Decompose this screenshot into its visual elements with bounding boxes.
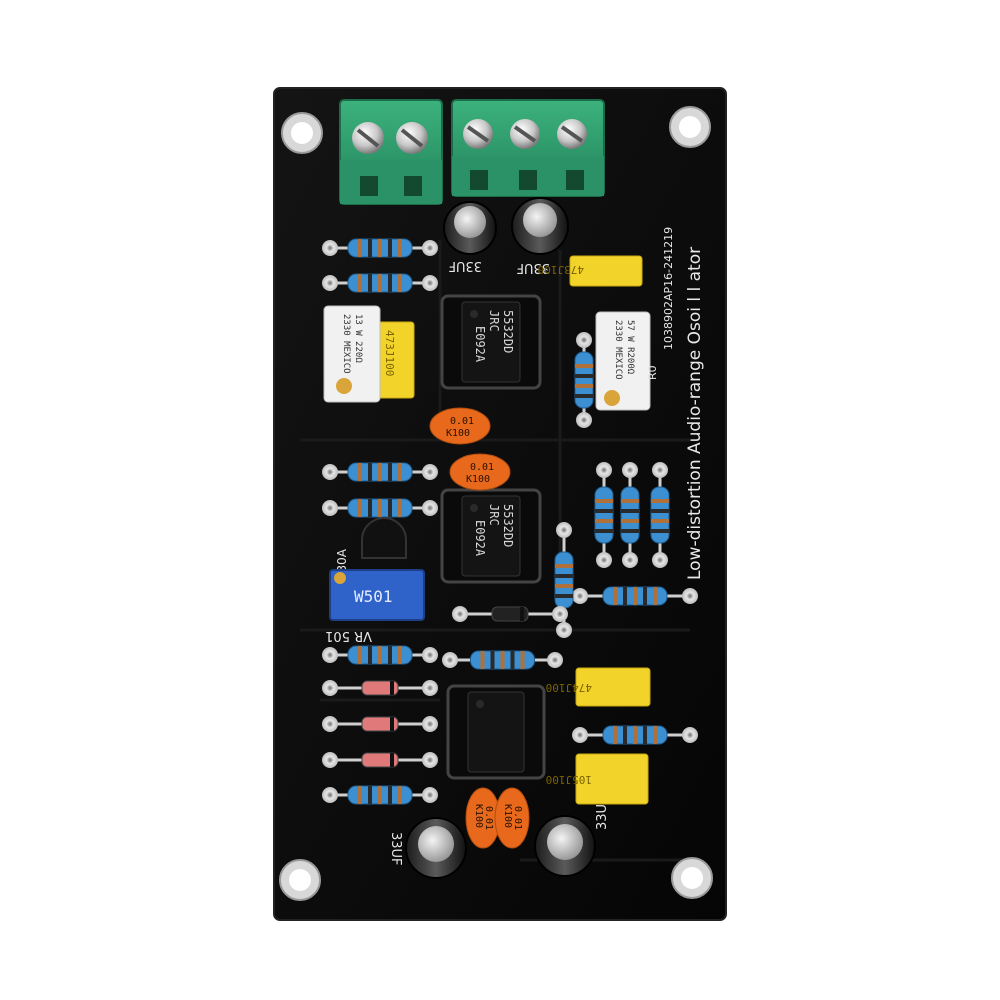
film-capacitor: 473J100 bbox=[538, 255, 643, 287]
opamp-marking: JRC bbox=[487, 310, 501, 332]
resistor bbox=[322, 273, 438, 293]
electrolytic-label: 33UF bbox=[448, 258, 482, 273]
ceramic-capacitor: 0.01 K100 bbox=[494, 787, 530, 849]
mounting-hole bbox=[669, 106, 711, 148]
terminal-block-3pin bbox=[451, 99, 605, 197]
film-cap-label: 473J100 bbox=[538, 263, 584, 276]
board-part-number: 1038902AP16-241219 bbox=[662, 227, 675, 350]
film-cap-label: 474J100 bbox=[546, 681, 592, 694]
film-cap-label: 105J100 bbox=[546, 773, 592, 786]
film-capacitor: 473J100 bbox=[371, 321, 415, 399]
mounting-hole bbox=[671, 857, 713, 899]
opamp-ic: 5532DD JRC E092A bbox=[440, 488, 542, 584]
opamp-marking: E092A bbox=[473, 326, 487, 363]
diode bbox=[322, 716, 438, 732]
terminal-block-2pin bbox=[339, 99, 443, 205]
mounting-hole bbox=[281, 112, 323, 154]
opamp-marking: JRC bbox=[487, 504, 501, 526]
trimmer-potentiometer: W501 VR 501 bbox=[325, 569, 425, 643]
electrolytic-capacitor: 33UF bbox=[511, 197, 569, 275]
lamp-component: 57 W R200Ω 2330 MEXICO bbox=[595, 311, 651, 411]
resistor bbox=[572, 725, 698, 745]
resistor bbox=[322, 238, 438, 258]
diode bbox=[452, 606, 568, 622]
resistor bbox=[574, 332, 594, 428]
resistor bbox=[572, 586, 698, 606]
resistor bbox=[650, 462, 670, 568]
ceramic-value: 0.01 bbox=[512, 806, 523, 830]
mounting-holes bbox=[279, 106, 713, 901]
film-capacitor: 474J100 bbox=[546, 667, 651, 707]
resistor bbox=[442, 650, 563, 670]
mounting-hole bbox=[279, 859, 321, 901]
board-title: Low-distortion Audio-range Osoi l l ator bbox=[685, 247, 705, 580]
resistor bbox=[620, 462, 640, 568]
film-capacitor: 105J100 bbox=[546, 753, 649, 805]
trimmer-label: W501 bbox=[354, 587, 393, 606]
vr-label: VR 501 bbox=[325, 628, 372, 643]
opamp-group: 5532DD JRC E092A 5532DD JRC E092A bbox=[440, 294, 546, 780]
electrolytic-capacitor: 33UF bbox=[534, 796, 610, 877]
lamp-marking: 57 W R200Ω bbox=[625, 320, 635, 375]
resistor bbox=[322, 462, 438, 482]
diode bbox=[322, 752, 438, 768]
ceramic-value: 0.01 bbox=[470, 462, 494, 473]
resistor bbox=[322, 785, 438, 805]
ceramic-value: 0.01 bbox=[450, 416, 474, 427]
ceramic-capacitor: 0.01 K100 bbox=[449, 453, 511, 491]
opamp-ic: 5532DD JRC E092A bbox=[440, 294, 542, 390]
opamp-ic bbox=[446, 684, 546, 780]
electrolytic-label: 33UF bbox=[388, 832, 403, 866]
opamp-marking: 5532DD bbox=[501, 310, 515, 353]
resistor bbox=[554, 522, 574, 638]
lamp-component: 13 W 220Ω 2330 MEXICO bbox=[323, 305, 381, 403]
r0-label: R0 bbox=[646, 365, 659, 380]
opamp-marking: 5532DD bbox=[501, 504, 515, 547]
resistor bbox=[594, 462, 614, 568]
electrolytic-label: 33UF bbox=[595, 796, 610, 830]
ceramic-value: 0.01 bbox=[483, 806, 494, 830]
lamp-marking: 13 W 220Ω bbox=[353, 314, 363, 363]
resistor bbox=[322, 498, 438, 518]
resistors bbox=[322, 238, 698, 805]
diode bbox=[322, 680, 438, 696]
opamp-marking: E092A bbox=[473, 520, 487, 557]
film-cap-label: 473J100 bbox=[383, 330, 396, 376]
ceramic-rating: K100 bbox=[446, 428, 470, 439]
lamp-marking: 2330 MEXICO bbox=[613, 320, 623, 380]
electrolytic-capacitor: 33UF bbox=[388, 817, 467, 879]
ceramic-capacitor: 0.01 K100 bbox=[429, 407, 491, 445]
diodes bbox=[322, 606, 568, 768]
electrolytic-capacitor: 33UF bbox=[443, 201, 497, 273]
ceramic-rating: K100 bbox=[473, 804, 484, 828]
lamp-marking: 2330 MEXICO bbox=[341, 314, 351, 374]
resistor bbox=[322, 645, 438, 665]
electrolytic-label: 33UF bbox=[516, 260, 550, 275]
ceramic-rating: K100 bbox=[502, 804, 513, 828]
ceramic-rating: K100 bbox=[466, 474, 490, 485]
